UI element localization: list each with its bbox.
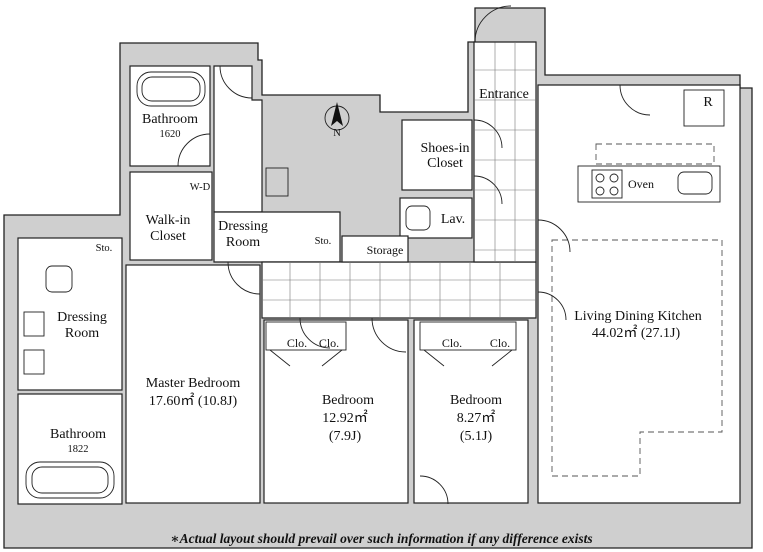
label-clo-2: Clo. [319,336,339,350]
fixtures [23,71,725,499]
toilet-lav [405,205,431,231]
kitchen-counter [577,165,721,203]
label-storage: Storage [367,243,404,257]
sink-left-1 [23,311,45,337]
toilet-left [45,265,73,293]
label-ldk-area: 44.02㎡ (27.1J) [592,325,681,341]
label-shoes-in: Shoes-in [421,141,470,156]
ldk-rug [551,239,723,477]
label-lav: Lav. [441,212,465,227]
label-bedroom3-j: (5.1J) [460,429,493,444]
closet-doors [265,321,517,367]
bathtub-lower [25,461,115,499]
label-shoes-in-closet: Closet [427,156,463,171]
label-dressing-center-room: Room [226,235,260,250]
label-walk-in: Walk-in [146,213,191,228]
label-clo-4: Clo. [490,336,510,350]
label-bedroom2-j: (7.9J) [329,429,362,444]
walk-in-closet-area [129,171,213,261]
label-bathroom-lower: Bathroom [50,427,106,442]
label-clo-3: Clo. [442,336,462,350]
bedroom2-area [263,319,409,504]
room-labels: Bathroom 1620 W-D Walk-in Closet Dressin… [50,87,713,455]
label-bedroom3: Bedroom [450,393,502,408]
label-clo-1: Clo. [287,336,307,350]
label-dressing-left: Dressing [57,310,107,325]
bedroom3-area [413,319,529,504]
sink-left-2 [23,349,45,375]
bathtub-upper [136,71,206,107]
sink-center [265,167,289,197]
master-bedroom-area [125,264,261,504]
disclaimer-text: ∗Actual layout should prevail over such … [170,531,593,546]
storage-area [341,235,409,263]
label-walk-in-closet: Closet [150,229,186,244]
north-arrow [324,102,350,131]
label-bedroom3-area: 8.27㎡ [457,410,496,426]
label-bedroom2-area: 12.92㎡ [322,410,368,426]
label-dressing-left-room: Room [65,326,99,341]
cooktop [591,169,623,199]
ldk-area [537,84,741,504]
shoes-in-closet-area [401,119,473,191]
label-sto-left: Sto. [96,243,113,254]
label-dressing-center: Dressing [218,219,268,234]
label-master-bedroom: Master Bedroom [146,376,241,391]
label-bedroom2: Bedroom [322,393,374,408]
kitchen-sink [677,171,713,195]
label-entrance: Entrance [479,87,529,102]
bathroom-lower-area [17,393,123,505]
doors [177,5,651,505]
label-wd: W-D [190,182,211,193]
entrance-hall-area [473,41,537,263]
label-bathroom-lower-code: 1822 [68,444,89,455]
label-sto-center: Sto. [315,236,332,247]
label-refrigerator: R [703,95,713,110]
hallway-area [261,261,537,319]
upper-cabinet [595,143,715,165]
lav-area [399,197,473,239]
dressing-room-left-area [17,237,123,391]
label-bathroom-upper-code: 1620 [160,129,181,140]
label-north: N [333,128,341,139]
exterior-walls [3,7,753,549]
label-ldk: Living Dining Kitchen [574,309,702,324]
label-bathroom-upper: Bathroom [142,112,198,127]
tile-grid [262,42,536,318]
label-master-bedroom-area: 17.60㎡ (10.8J) [149,393,238,409]
label-oven: Oven [628,177,654,191]
refrigerator-box [683,89,725,127]
